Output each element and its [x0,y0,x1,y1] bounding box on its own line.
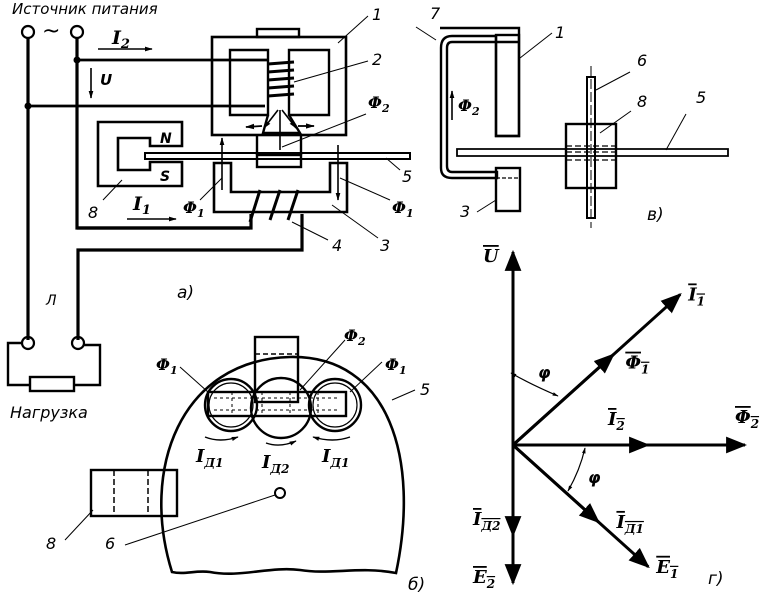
load-circuit: Л Нагрузка [6,293,102,422]
line-label: Л [45,293,57,309]
callout-1-v: 1 [555,23,565,42]
eddy-ring-left [203,377,259,433]
subfigure-b-label: б) [408,575,425,595]
core-top-tab [255,27,301,39]
voltage-u-label: U [100,71,112,89]
magnet-s-label: S [160,169,170,185]
callout-5-b: 5 [420,380,430,399]
callout-1: 1 [372,5,382,24]
eddy-current-middle-label: IД2 [261,452,289,476]
load-resistor [28,375,76,393]
load-label: Нагрузка [10,403,88,422]
phasor-phi1 [511,353,615,447]
phasor-label-e2: E2 [472,567,495,591]
callout-6-b: 6 [105,534,115,553]
ac-symbol: ~ [42,19,60,44]
power-source-label: Источник питания [12,0,158,18]
callout-8: 8 [88,203,98,222]
wire-line-to-load [76,214,304,340]
flux-f1-left-label: Φ1 [183,198,205,220]
eddy-ring-right [307,377,363,433]
voltage-coil-2 [267,60,295,98]
callout-8-b: 8 [46,534,56,553]
panel-b: IД1 IД2 IД1 Φ1 Φ2 Φ1 8 6 5 б) [46,326,430,595]
subfigure-v-label: в) [647,205,664,225]
subfigure-g-label: г) [708,569,724,589]
callout-5: 5 [402,167,412,186]
phasor-label-i2: I2 [607,409,625,433]
eddy-ring-middle [249,376,313,440]
callout-3: 3 [380,236,390,255]
panel-a: Источник питания ~ I2 U [12,0,414,340]
phasor-e1 [511,443,650,569]
current-coil-4 [248,189,300,223]
flux-guide-7 [439,26,521,180]
core-pole-tip [255,153,303,169]
flux-f2-label-v: Φ2 [458,96,480,118]
voltage-core-1-v [494,33,521,138]
source-terminal-right [69,24,85,40]
phasor-label-phi2: Φ2 [735,407,759,431]
phasor-label-e1: E1 [655,557,678,581]
flux-f2-label-b: Φ2 [344,326,366,348]
phasor-label-id1: IД1 [615,512,643,536]
junction-dot [73,56,81,64]
callout-8-v: 8 [637,92,647,111]
disk-5-edge [144,152,411,160]
current-i1-label: I1 [132,193,151,218]
phasor-label-i1: I1 [687,284,705,308]
callout-3-v: 3 [460,202,470,221]
subfigure-a-label: а) [177,283,194,303]
magnet-n-label: N [160,131,172,147]
eddy-current-right-label: IД1 [321,446,349,470]
phasor-label-id2: IД2 [472,509,500,533]
pole-cross-section [206,390,348,418]
flux-f1-right-label: Φ1 [392,198,414,220]
current-core-3 [212,161,349,214]
disk-5-v [456,148,729,157]
current-core-3-v [494,166,522,213]
current-i2-label: I2 [111,27,130,52]
callout-7: 7 [430,4,441,23]
junction-dot [24,102,32,110]
eddy-current-left-label: IД1 [195,446,223,470]
brake-magnet-8-b [89,468,179,518]
callout-6-v: 6 [637,51,647,70]
phasor-label-phi1: Φ1 [625,353,649,377]
panel-v: Φ2 7 1 6 8 5 3 в) [415,4,729,228]
core-window-right [287,48,331,117]
flux-f2-label: Φ2 [368,93,390,115]
angle-arc-bottom [567,447,586,492]
callout-5-v: 5 [696,88,706,107]
flux-f1-right-label-b: Φ1 [385,355,407,377]
disk-5 [160,355,406,576]
brake-magnet-8 [96,120,184,188]
phasor-label-u: U [483,246,500,267]
voltage-pole [253,335,300,404]
angle-phi-top: φ [538,363,551,382]
flux-f1-left-label-b: Φ1 [156,355,178,377]
angle-arc-top [510,372,559,397]
source-terminal-left [20,24,36,40]
callout-4: 4 [332,236,342,255]
callout-2: 2 [372,50,382,69]
load-terminal-right [70,335,86,351]
axis-6 [274,487,286,499]
angle-phi-bottom: φ [588,468,601,487]
